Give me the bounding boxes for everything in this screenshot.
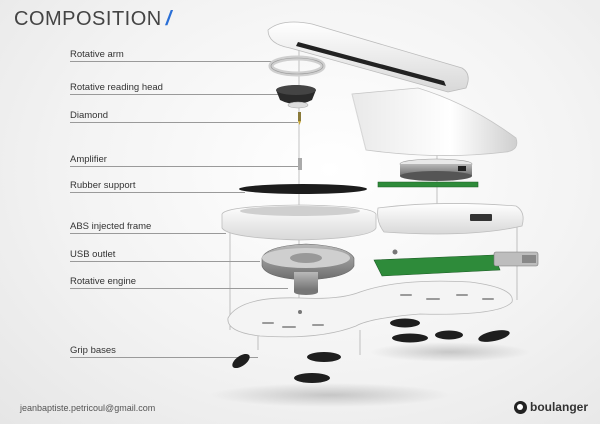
rotative-arm-part — [268, 22, 468, 92]
footer-email: jeanbaptiste.petricoul@gmail.com — [20, 403, 155, 413]
base-plate-part — [228, 281, 512, 337]
amplifier-part — [298, 158, 472, 181]
brand-mark-icon — [514, 401, 527, 414]
brand-logo: boulanger — [514, 400, 588, 414]
diamond-needle-part — [298, 112, 301, 125]
top-housing-part — [352, 88, 517, 156]
abs-frame-part — [222, 203, 523, 240]
ground-shadow — [210, 342, 530, 407]
brand-name: boulanger — [530, 400, 588, 414]
rubber-support-part — [239, 182, 478, 194]
usb-board-part — [374, 250, 538, 277]
reading-head-part — [276, 85, 316, 108]
rotative-engine-part — [262, 244, 354, 295]
